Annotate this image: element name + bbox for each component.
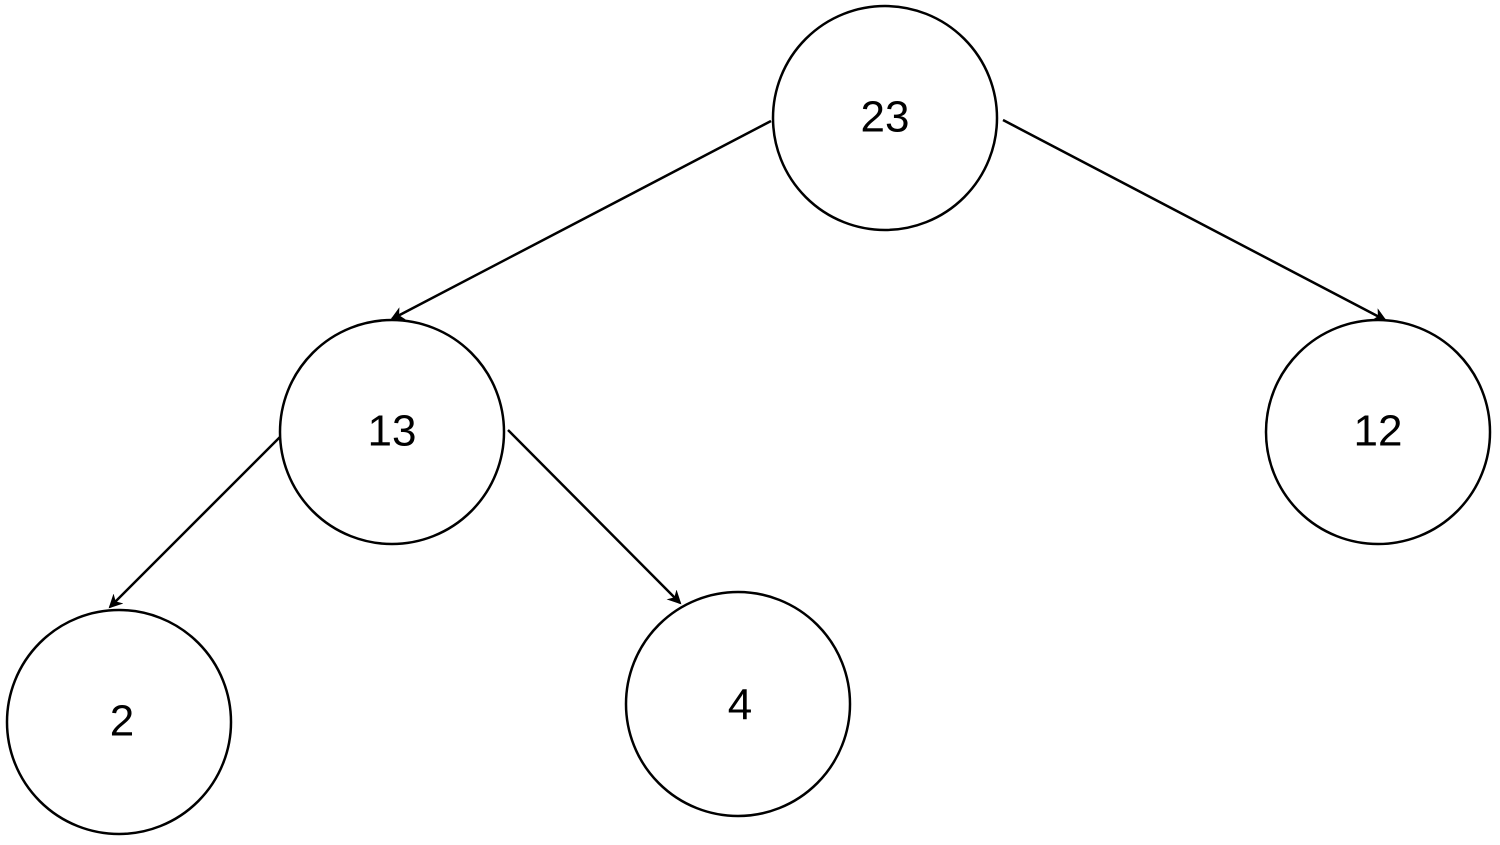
node-circle [278, 318, 506, 546]
node-label: 4 [728, 681, 752, 730]
tree-node: 4 [624, 590, 852, 818]
edge-23-to-12 [1002, 118, 1387, 322]
edge-13-to-2 [108, 434, 283, 609]
node-label: 23 [861, 93, 910, 142]
edge-23-to-13 [390, 119, 772, 321]
node-circle [771, 4, 999, 232]
node-circle [5, 608, 233, 836]
tree-node: 13 [278, 318, 506, 546]
node-label: 2 [110, 697, 134, 746]
edge-13-to-4 [507, 429, 682, 605]
tree-node: 23 [771, 4, 999, 232]
tree-node: 12 [1264, 318, 1492, 546]
node-label: 13 [368, 407, 417, 456]
node-circle [1264, 318, 1492, 546]
node-circle [624, 590, 852, 818]
node-label: 12 [1354, 407, 1403, 456]
tree-node: 2 [5, 608, 233, 836]
